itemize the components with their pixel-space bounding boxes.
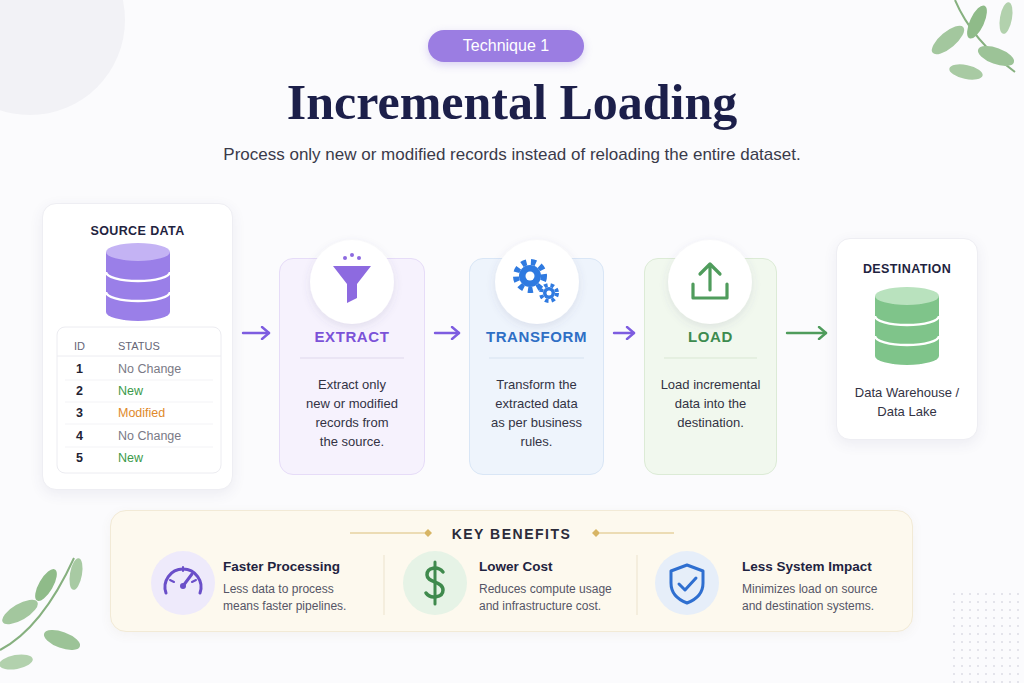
- benefit-item: Lower CostReduces compute usage and infr…: [479, 553, 614, 625]
- benefit-item: Less System ImpactMinimizes load on sour…: [742, 553, 882, 625]
- leaf-decor: [0, 557, 85, 672]
- leaf-decor: [955, 0, 1015, 72]
- node-body: Data Warehouse / Data Lake: [847, 383, 967, 421]
- node-heading: DESTINATION: [837, 260, 977, 278]
- leaf-decor: [928, 21, 969, 59]
- subtitle: Process only new or modified records ins…: [0, 145, 1024, 165]
- funnel-icon: [350, 253, 354, 257]
- leaf-decor: [0, 595, 41, 629]
- flow-arrow: [614, 332, 634, 334]
- process-card: TRANSFORM Transform the extracted data as…: [469, 258, 604, 475]
- table-cell: 3: [76, 405, 83, 421]
- technique-badge: Technique 1: [428, 30, 584, 62]
- node-heading: Technique 1: [428, 30, 584, 62]
- leaf-decor: [963, 3, 991, 42]
- process-card: EXTRACT Extract only new or modified reco…: [279, 258, 425, 475]
- node-body: Load incremental data into the destinati…: [659, 375, 763, 432]
- diagram-title: Incremental Loading: [0, 72, 1024, 132]
- destination-card: DESTINATION Data Warehouse / Data Lake: [836, 238, 978, 440]
- leaf-decor: [31, 566, 61, 604]
- leaf-decor: [67, 557, 84, 591]
- node-heading: Lower Cost: [479, 558, 614, 575]
- table-header: ID: [74, 338, 85, 354]
- node-heading: EXTRACT: [280, 328, 424, 346]
- benefit-item: Faster ProcessingLess data to process me…: [223, 553, 358, 625]
- table-cell: 2: [76, 383, 83, 399]
- leaf-decor: [948, 62, 984, 83]
- status-cell: New: [118, 383, 143, 399]
- node-heading: TRANSFORM: [470, 328, 603, 346]
- node-heading: Faster Processing: [223, 558, 358, 575]
- node-body: Extract only new or modified records fro…: [305, 375, 399, 451]
- leaf-decor: [975, 42, 1016, 70]
- process-card: LOAD Load incremental data into the desti…: [644, 258, 777, 475]
- leaf-decor: [0, 558, 74, 650]
- status-cell: No Change: [118, 361, 181, 377]
- leaf-decor: [997, 1, 1014, 35]
- leaf-decor: [41, 626, 82, 654]
- dot-pattern: [950, 590, 1024, 683]
- flow-arrow: [435, 332, 459, 334]
- table-cell: 1: [76, 361, 83, 377]
- corner-circle: [0, 0, 125, 115]
- node-heading: KEY BENEFITS: [111, 525, 912, 543]
- node-body: Less data to process means faster pipeli…: [223, 581, 358, 615]
- status-cell: Modified: [118, 405, 165, 421]
- flow-arrow: [787, 332, 826, 334]
- leaf-decor: [0, 652, 34, 672]
- node-heading: Less System Impact: [742, 558, 882, 575]
- benefits-band: KEY BENEFITS Faster ProcessingLess data t…: [110, 510, 913, 632]
- table-header: STATUS: [118, 338, 160, 354]
- table-cell: 4: [76, 428, 83, 444]
- table-cell: 5: [76, 450, 83, 466]
- status-cell: No Change: [118, 428, 181, 444]
- node-heading: LOAD: [645, 328, 776, 346]
- status-cell: New: [118, 450, 143, 466]
- node-heading: SOURCE DATA: [43, 222, 232, 240]
- node-body: Reduces compute usage and infrastructure…: [479, 581, 614, 615]
- node-body: Transform the extracted data as per busi…: [490, 375, 584, 451]
- node-body: Minimizes load on source and destination…: [742, 581, 882, 615]
- flow-arrow: [243, 332, 269, 334]
- leaf-decor: [928, 0, 1017, 82]
